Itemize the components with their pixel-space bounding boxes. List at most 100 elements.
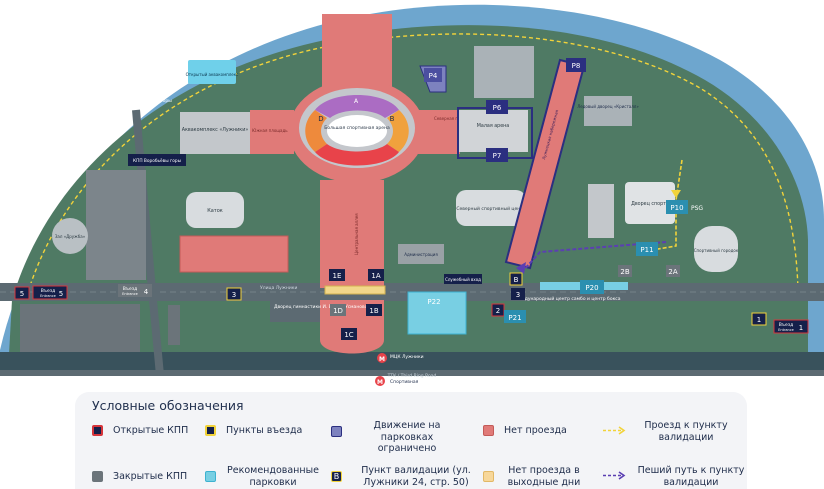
north-square-label: Северная площадь — [434, 116, 475, 121]
legend-entry-points: Пункты въезда — [205, 425, 302, 437]
arena-field — [327, 115, 387, 147]
sector-a-letter: A — [354, 98, 359, 105]
gate-1e[interactable]: 1E — [329, 269, 345, 281]
parking-p6[interactable]: P6 — [486, 100, 508, 114]
mck-icon — [377, 353, 387, 363]
legend-purple-arrow-icon — [603, 471, 626, 480]
legend-walk-to-validation: Пеший путь к пункту валидации — [602, 465, 746, 488]
gate-3-east[interactable]: 3 — [511, 288, 525, 300]
legend-closed-checkpoints: Закрытые КПП — [92, 471, 187, 483]
gate-1-east-label: 1 — [757, 316, 761, 324]
entrance-1[interactable]: Въезд Entrance 1 — [773, 319, 809, 334]
metro-icon-glyph: М — [377, 379, 383, 386]
parking-p8[interactable]: P8 — [566, 58, 586, 72]
street-label: Улица Лужники — [260, 285, 297, 291]
legend-drive-to-validation: Проезд к пункту валидации — [602, 420, 736, 443]
gate-3-west[interactable]: 3 — [226, 287, 242, 301]
north-sport-center — [456, 190, 526, 226]
legend-no-passage-weekends-label: Нет проезда в выходные дни — [507, 465, 581, 488]
sector-d — [305, 110, 327, 152]
legend-recommended-parking-label: Рекомендованные парковки — [227, 465, 319, 488]
round-building-label: Зал «Дружба» — [55, 234, 86, 239]
validation-point-b[interactable]: B — [509, 272, 523, 286]
legend-validation-point-label: Пункт валидации (ул. Лужники 24, стр. 50… — [361, 465, 471, 488]
sector-a — [315, 95, 399, 118]
ksp-vorobyovy-badge — [128, 154, 186, 166]
legend-yellow-arrow-icon — [603, 426, 626, 435]
gate-2b[interactable]: 2B — [618, 265, 632, 277]
entrance-4-en: Entrance — [122, 292, 138, 296]
vorobyovy-block — [86, 170, 146, 280]
round-building — [52, 218, 88, 254]
parking-p20[interactable]: P20 — [580, 280, 604, 294]
legend-title: Условные обозначения — [92, 398, 244, 413]
parking-p8-label: P8 — [572, 62, 581, 70]
entrance-4[interactable]: Въезд Entrance 4 — [118, 284, 152, 297]
block-bl2 — [168, 305, 180, 345]
sector-c-letter: C — [355, 137, 360, 145]
parking-p4[interactable]: P4 — [424, 68, 442, 82]
sport-palace-label: Дворец спорта — [631, 201, 669, 207]
gymnastics-label: Дворец гимнастики И. Винер-Усмановой — [274, 303, 370, 310]
legend-open-checkpoints: Открытые КПП — [92, 425, 188, 437]
open-pool-label: Открытый аквакомплекс — [186, 72, 239, 77]
gate-1b-label: 1B — [369, 307, 378, 315]
ksp-vorobyovy-label: КПП Воробьёвы горы — [133, 158, 182, 164]
legend-no-passage-swatch — [483, 425, 494, 436]
gate-1d-label: 1D — [333, 307, 343, 315]
south-square — [250, 110, 294, 154]
legend-open-checkpoints-label: Открытые КПП — [113, 425, 189, 436]
legend-no-passage-weekends-swatch — [483, 471, 494, 482]
parking-p10-label: P10 — [670, 204, 683, 212]
gate-2-label: 2 — [496, 307, 500, 315]
validation-point-b-label: B — [514, 276, 519, 284]
service-entrance-label: Служебный вход — [445, 277, 481, 282]
gate-2a-label: 2A — [668, 268, 677, 276]
gate-2a[interactable]: 2A — [666, 265, 680, 277]
entrance-5[interactable]: 5 Въезд Entrance 5 — [14, 285, 68, 300]
parking-p22[interactable]: P22 — [427, 298, 440, 306]
legend-validation-point-swatch: B — [331, 471, 342, 482]
vorobyovy-label: Воробьёвы горы — [133, 98, 172, 104]
legend-no-passage-label: Нет проезда — [504, 425, 567, 436]
arrow-head-purple — [516, 262, 526, 274]
third-ring-road — [0, 370, 824, 376]
parking-p7[interactable]: P7 — [486, 148, 508, 162]
legend-closed-checkpoints-swatch — [92, 471, 103, 482]
entrance-4-number: 4 — [144, 288, 149, 296]
north-block-1 — [474, 46, 534, 98]
service-entrance-badge — [444, 274, 482, 284]
metro-icon — [375, 376, 385, 386]
sport-palace — [625, 182, 675, 224]
legend-recommended-parking: Рекомендованные парковки — [205, 465, 320, 488]
legend-no-passage: Нет проезда — [483, 425, 567, 437]
entrance-5-en: Entrance — [40, 294, 56, 298]
parking-p10[interactable]: P10 — [666, 200, 688, 214]
legend-drive-to-validation-label: Проезд к пункту валидации — [644, 420, 728, 443]
gymnastics-palace — [270, 300, 320, 322]
gate-1a-label: 1A — [371, 272, 380, 280]
parking-psg[interactable]: PSG — [691, 205, 703, 212]
gate-1c[interactable]: 1C — [341, 328, 357, 340]
administration-building — [398, 244, 444, 264]
gate-1-east[interactable]: 1 — [751, 312, 767, 326]
gate-1b[interactable]: 1B — [366, 304, 382, 316]
arena-label: Большая спортивная арена — [324, 125, 390, 131]
parking-p21[interactable]: P21 — [504, 310, 526, 323]
gate-1d[interactable]: 1D — [330, 304, 346, 316]
sector-b — [387, 110, 409, 152]
legend-panel: Условные обозначения Открытые КПП Пункты… — [75, 392, 747, 489]
central-alley-label: Центральная аллея — [354, 213, 359, 255]
mck-icon-glyph: М — [379, 356, 385, 363]
parking-p11[interactable]: P11 — [636, 242, 658, 256]
gate-1a[interactable]: 1A — [368, 269, 384, 281]
sector-b-letter: B — [390, 115, 395, 123]
gate-3-east-label: 3 — [516, 291, 520, 299]
gate-2[interactable]: 2 — [491, 303, 505, 317]
closed-lot-west — [179, 235, 289, 273]
south-square-label: Южная площадь — [252, 128, 288, 133]
crystal-palace-label: Ледовый дворец «Кристалл» — [577, 104, 639, 109]
entrance-1-en: Entrance — [778, 328, 794, 332]
